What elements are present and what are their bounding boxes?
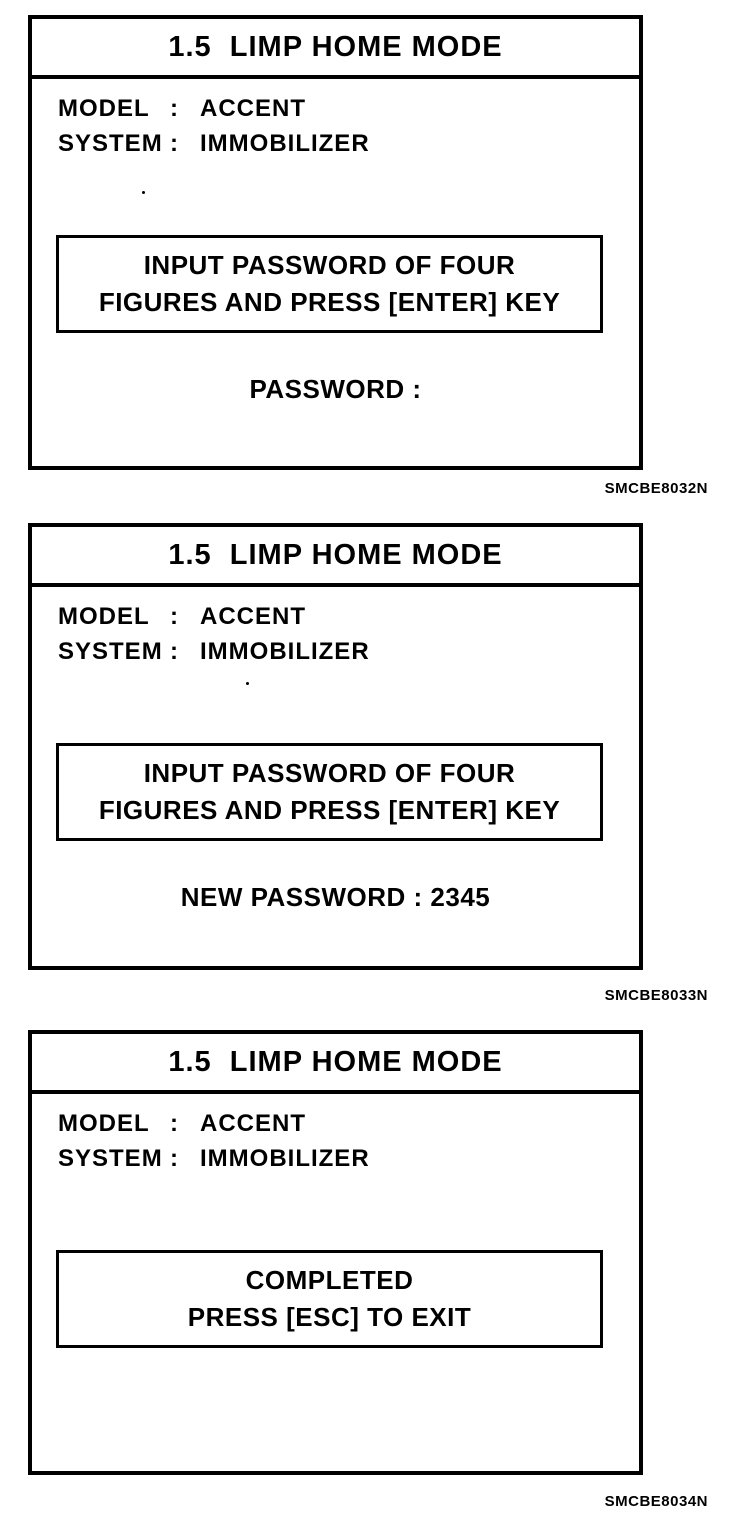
field-colon: :: [170, 638, 179, 665]
password-prompt: PASSWORD :: [249, 374, 422, 404]
screen-title-bar: 1.5 LIMP HOME MODE: [32, 527, 639, 587]
field-label-model: MODEL: [58, 1110, 150, 1137]
field-row-model: MODEL : ACCENT: [58, 91, 639, 126]
screen-title-bar: 1.5 LIMP HOME MODE: [32, 1034, 639, 1094]
field-row-system: SYSTEM : IMMOBILIZER: [58, 634, 639, 669]
field-row-system: SYSTEM : IMMOBILIZER: [58, 126, 639, 161]
field-label-model: MODEL: [58, 603, 150, 630]
hiscan-screen-password-prompt: 1.5 LIMP HOME MODE MODEL : ACCENT SYSTEM…: [28, 15, 643, 470]
field-colon: :: [170, 603, 179, 630]
hiscan-screen-completed: 1.5 LIMP HOME MODE MODEL : ACCENT SYSTEM…: [28, 1030, 643, 1475]
screen-title: 1.5 LIMP HOME MODE: [168, 538, 503, 571]
message-line: INPUT PASSWORD OF FOUR: [143, 250, 516, 280]
message-box: COMPLETED PRESS [ESC] TO EXIT: [56, 1250, 603, 1348]
scan-speck: [246, 682, 249, 685]
figure-code: SMCBE8034N: [604, 1493, 708, 1510]
hiscan-screen-new-password: 1.5 LIMP HOME MODE MODEL : ACCENT SYSTEM…: [28, 523, 643, 970]
field-value-system: IMMOBILIZER: [200, 638, 370, 665]
field-label-model: MODEL: [58, 95, 150, 122]
vehicle-info: MODEL : ACCENT SYSTEM : IMMOBILIZER: [58, 1106, 639, 1176]
message-line: FIGURES AND PRESS [ENTER] KEY: [98, 795, 561, 825]
field-row-model: MODEL : ACCENT: [58, 599, 639, 634]
figure-code: SMCBE8033N: [604, 987, 708, 1004]
field-value-system: IMMOBILIZER: [200, 1145, 370, 1172]
field-value-model: ACCENT: [200, 95, 306, 122]
field-value-model: ACCENT: [200, 603, 306, 630]
field-value-model: ACCENT: [200, 1110, 306, 1137]
screen-title-bar: 1.5 LIMP HOME MODE: [32, 19, 639, 79]
vehicle-info: MODEL : ACCENT SYSTEM : IMMOBILIZER: [58, 599, 639, 669]
figure-code: SMCBE8032N: [604, 480, 708, 497]
message-box: INPUT PASSWORD OF FOUR FIGURES AND PRESS…: [56, 743, 603, 841]
field-colon: :: [170, 1145, 179, 1172]
field-colon: :: [170, 1110, 179, 1137]
message-line: INPUT PASSWORD OF FOUR: [143, 758, 516, 788]
field-label-system: SYSTEM: [58, 1145, 163, 1172]
field-row-model: MODEL : ACCENT: [58, 1106, 639, 1141]
screen-title: 1.5 LIMP HOME MODE: [168, 30, 503, 63]
message-line: COMPLETED: [245, 1265, 414, 1295]
field-value-system: IMMOBILIZER: [200, 130, 370, 157]
field-colon: :: [170, 130, 179, 157]
scan-speck: [142, 191, 145, 194]
new-password-prompt: NEW PASSWORD : 2345: [180, 882, 491, 912]
screen-title: 1.5 LIMP HOME MODE: [168, 1045, 503, 1078]
vehicle-info: MODEL : ACCENT SYSTEM : IMMOBILIZER: [58, 91, 639, 161]
message-line: FIGURES AND PRESS [ENTER] KEY: [98, 287, 561, 317]
field-colon: :: [170, 95, 179, 122]
message-box: INPUT PASSWORD OF FOUR FIGURES AND PRESS…: [56, 235, 603, 333]
field-label-system: SYSTEM: [58, 638, 163, 665]
field-label-system: SYSTEM: [58, 130, 163, 157]
message-line: PRESS [ESC] TO EXIT: [187, 1302, 472, 1332]
field-row-system: SYSTEM : IMMOBILIZER: [58, 1141, 639, 1176]
